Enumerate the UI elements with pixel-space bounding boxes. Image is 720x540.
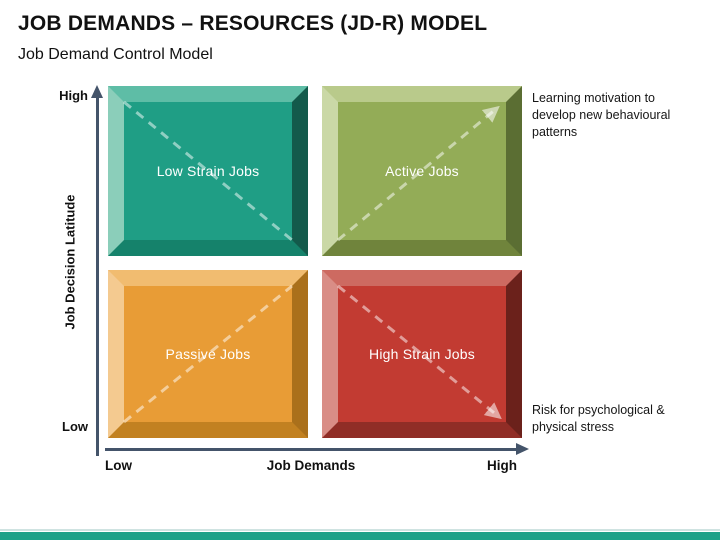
annotation-learning-motivation: Learning motivation to develop new behav… bbox=[532, 91, 671, 139]
x-axis-high-label: High bbox=[487, 458, 517, 473]
quadrant-label: Active Jobs bbox=[385, 163, 459, 179]
y-axis-high-label: High bbox=[59, 88, 88, 103]
quadrant-label: Low Strain Jobs bbox=[156, 163, 260, 179]
quadrant-low-strain-jobs: Low Strain Jobs bbox=[108, 86, 308, 256]
page-subtitle: Job Demand Control Model bbox=[18, 46, 213, 63]
quadrant-high-strain-jobs: High Strain Jobs bbox=[322, 270, 522, 438]
quadrant-label: High Strain Jobs bbox=[369, 346, 475, 362]
x-axis-arrowhead-icon bbox=[516, 443, 529, 455]
x-axis-low-label: Low bbox=[105, 458, 132, 473]
y-axis-low-label: Low bbox=[62, 419, 88, 434]
footer-accent-bar bbox=[0, 532, 720, 540]
quadrant-label: Passive Jobs bbox=[165, 346, 251, 362]
y-axis-line bbox=[96, 97, 99, 456]
y-axis-arrowhead-icon bbox=[91, 85, 103, 98]
annotation-risk-stress: Risk for psychological & physical stress bbox=[532, 403, 665, 434]
x-axis-title: Job Demands bbox=[266, 458, 356, 473]
y-axis-title: Job Decision Latitude bbox=[62, 194, 78, 330]
footer-rule bbox=[0, 529, 720, 531]
x-axis-labels: Low Job Demands High bbox=[105, 458, 517, 473]
quadrant-active-jobs: Active Jobs bbox=[322, 86, 522, 256]
page-title: JOB DEMANDS – RESOURCES (JD-R) MODEL bbox=[18, 12, 488, 35]
quadrant-passive-jobs: Passive Jobs bbox=[108, 270, 308, 438]
x-axis-line bbox=[105, 448, 517, 451]
